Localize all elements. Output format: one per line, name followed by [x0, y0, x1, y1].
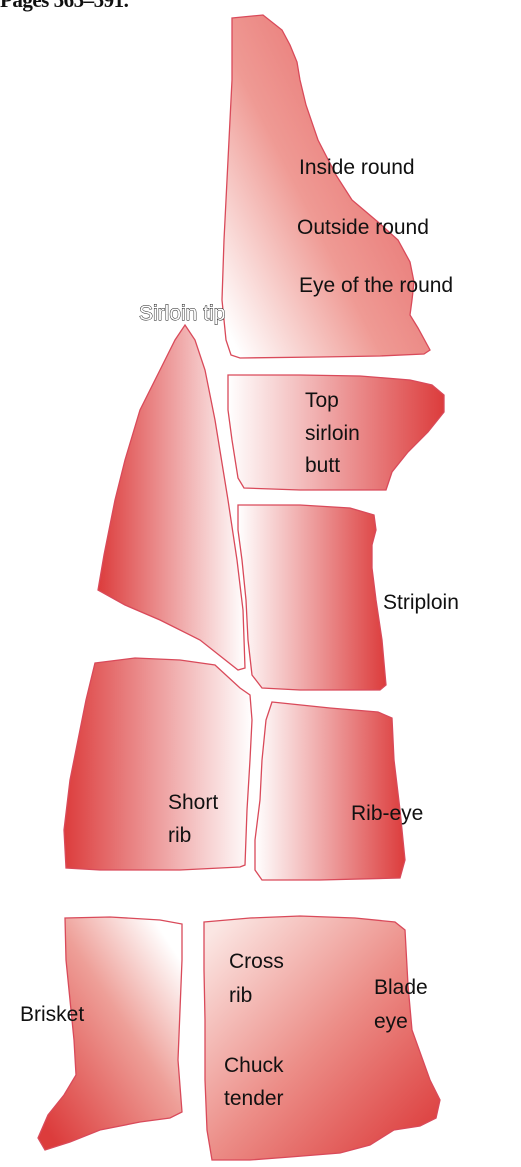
top-sirloin-butt-label-line-2: sirloin	[305, 422, 360, 445]
striploin-cut[interactable]	[238, 505, 386, 690]
brisket-label: Brisket	[20, 1003, 84, 1026]
chuck-tender-label-line-1: Chuck	[224, 1054, 284, 1077]
rib-eye-label: Rib-eye	[351, 802, 423, 825]
rib-eye-cut[interactable]	[255, 702, 405, 880]
sirloin-tip-cut[interactable]	[98, 325, 245, 670]
top-sirloin-butt-label-line-3: butt	[305, 454, 340, 477]
sirloin-tip-label: Sirloin tip	[139, 302, 225, 325]
striploin-label: Striploin	[383, 591, 459, 614]
inside-round-label: Inside round	[299, 156, 415, 179]
outside-round-label: Outside round	[297, 216, 429, 239]
cross-rib-label-line-1: Cross	[229, 950, 284, 973]
eye-of-the-round-label: Eye of the round	[299, 274, 453, 297]
blade-eye-label-line-1: Blade	[374, 976, 428, 999]
brisket-cut[interactable]	[38, 917, 182, 1150]
short-rib-label-line-1: Short	[168, 791, 218, 814]
top-sirloin-butt-label-line-1: Top	[305, 389, 339, 412]
round-label: Inside round Outside round Eye of the ro…	[297, 156, 453, 297]
round-cut[interactable]	[222, 15, 430, 358]
blade-eye-label-line-2: eye	[374, 1010, 408, 1033]
short-rib-cut[interactable]	[64, 658, 252, 870]
cross-rib-label-line-2: rib	[229, 984, 252, 1007]
chuck-tender-label-line-2: tender	[224, 1087, 284, 1110]
short-rib-label-line-2: rib	[168, 824, 191, 847]
